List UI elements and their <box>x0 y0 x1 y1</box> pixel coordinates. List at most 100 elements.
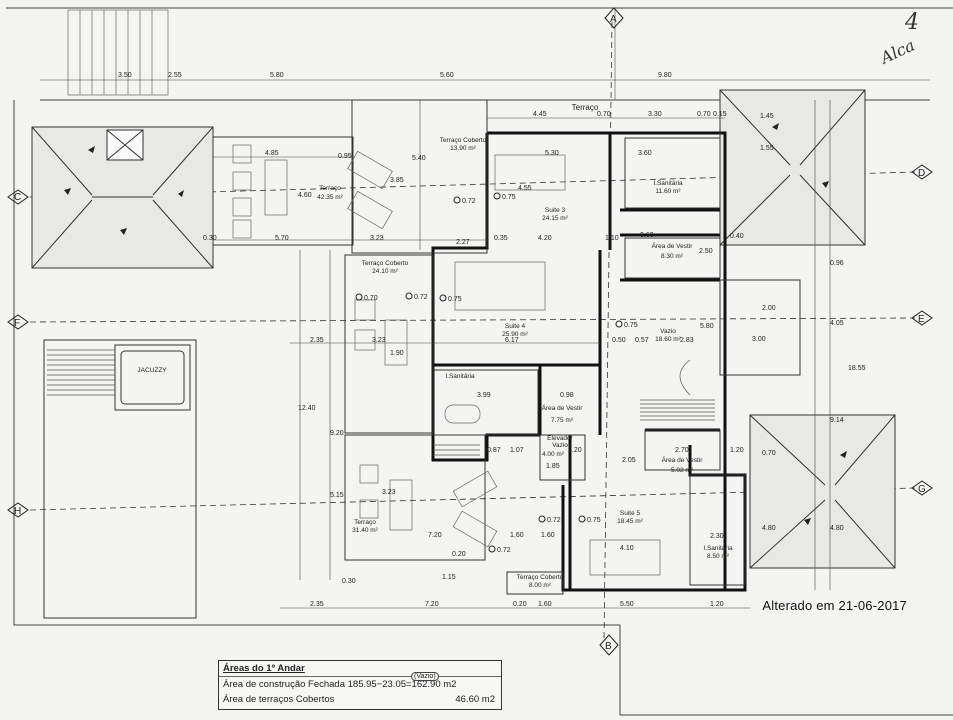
dim-227: 2.27 <box>456 239 470 246</box>
dim-200: 2.00 <box>762 305 776 312</box>
areas-table-title: Áreas do 1º Andar <box>223 663 305 674</box>
dim-t2-3: 3.30 <box>648 111 662 118</box>
label-terraco-sw-area: 31.40 m² <box>352 527 378 534</box>
dim-460: 4.60 <box>298 192 312 199</box>
dim-480b: 4.80 <box>762 525 776 532</box>
dim-098: 0.98 <box>560 392 574 399</box>
dim-360b: 3.60 <box>640 232 654 239</box>
dim-057: 0.57 <box>635 337 649 344</box>
label-vazio: Vazio <box>660 328 676 335</box>
level-075-a: 0.75 <box>502 194 516 201</box>
axis-label-a: A <box>610 14 617 25</box>
label-terraco-coberto-2: Terraço Coberto <box>362 260 409 267</box>
label-terraco-coberto-3-area: 8.00 m² <box>529 582 552 589</box>
dim-580: 5.80 <box>700 323 714 330</box>
dim-0305: 0.30 <box>342 578 356 585</box>
label-jacuzzi: JACUZZY <box>137 367 167 374</box>
label-terraco-coberto-3: Terraço Coberto <box>517 574 564 581</box>
dim-360a: 3.60 <box>638 150 652 157</box>
label-sanitary-se: I.Sanitária <box>703 545 733 552</box>
page-number: 4 <box>905 10 919 35</box>
dim-070: 0.70 <box>762 450 776 457</box>
dim-095: 0.95 <box>338 153 352 160</box>
dim-235: 2.35 <box>310 337 324 344</box>
dim-1240: 12.40 <box>298 405 316 412</box>
label-suite-3-area: 24.15 m² <box>542 215 568 222</box>
axis-label-h: H <box>14 506 21 517</box>
axis-label-f: F <box>14 318 20 329</box>
label-elevador-sub: Vazio <box>552 442 568 449</box>
dim-485: 4.85 <box>265 150 279 157</box>
dim-120a: 1.20 <box>730 447 744 454</box>
areas-row-fechada-label: Área de construção Fechada 185.95−23.05=… <box>223 679 457 690</box>
level-072-d: 0.72 <box>497 547 511 554</box>
label-terraco-nw-area: 42.35 m² <box>317 194 343 201</box>
label-elevador-area: 4.00 m² <box>542 451 565 458</box>
axis-label-c: C <box>14 192 21 203</box>
top-neighbour-buildings <box>67 9 616 100</box>
dim-035: 0.35 <box>494 235 508 242</box>
dim-550: 5.50 <box>620 601 634 608</box>
axis-label-d: D <box>918 168 925 179</box>
level-072-b: 0.72 <box>414 294 428 301</box>
dim-399: 3.99 <box>477 392 491 399</box>
label-area-vestir-1: Área de Vestir <box>652 241 694 250</box>
dim-0205: 0.20 <box>452 551 466 558</box>
level-072-a: 0.72 <box>462 198 476 205</box>
label-suite-5: Suite 5 <box>620 510 641 517</box>
dim-540: 5.40 <box>412 155 426 162</box>
label-terraco-sw: Terraço <box>354 519 376 526</box>
label-sanitary-mid: I.Sanitária <box>445 373 475 380</box>
label-area-vestir-1-area: 8.30 m² <box>661 253 684 260</box>
dim-235b: 2.35 <box>310 601 324 608</box>
axis-label-b: B <box>605 641 612 652</box>
dim-030: 0.30 <box>203 235 217 242</box>
dim-515: 5.15 <box>330 492 344 499</box>
dim-110: 1.10 <box>605 235 619 242</box>
level-075-d: 0.75 <box>587 517 601 524</box>
dim-155: 1.55 <box>760 145 774 152</box>
label-terraco-coberto-1-area: 13.90 m² <box>450 145 476 152</box>
areas-table: Áreas do 1º Andar Área de construção Fec… <box>218 660 502 710</box>
label-area-vestir-2-area: 7.75 m² <box>551 417 574 424</box>
dim-420a: 4.20 <box>538 235 552 242</box>
label-terraco-nw: Terraço <box>319 185 341 192</box>
dim-top-2: 2.55 <box>168 72 182 79</box>
dim-455: 4.55 <box>518 185 532 192</box>
dim-145: 1.45 <box>760 113 774 120</box>
dim-top-4: 5.60 <box>440 72 454 79</box>
dim-190: 1.90 <box>390 350 404 357</box>
dim-570: 5.70 <box>275 235 289 242</box>
level-072-c: 0.72 <box>547 517 561 524</box>
dim-096: 0.96 <box>830 260 844 267</box>
dim-270: 2.70 <box>675 447 689 454</box>
dim-914: 9.14 <box>830 417 844 424</box>
label-suite-4: Suite 4 <box>505 323 526 330</box>
label-area-vestir-2: Área de Vestir <box>542 403 584 412</box>
roof-nw <box>31 126 214 269</box>
dim-250: 2.50 <box>699 248 713 255</box>
dim-185: 1.85 <box>546 463 560 470</box>
dim-087: 0.87 <box>487 447 501 454</box>
label-terraco-top: Terraço <box>572 103 599 112</box>
vazio-note: (Vazio) <box>411 672 439 681</box>
label-terraco-coberto-2-area: 24.10 m² <box>372 268 398 275</box>
label-sanitary-ne-area: 11.60 m² <box>655 188 681 195</box>
dim-1855: 18.55 <box>848 365 866 372</box>
dim-220: 2.20 <box>568 447 582 454</box>
areas-row-terracos-label: Área de terraços Cobertos <box>223 694 335 705</box>
label-suite-4-area: 25.90 m² <box>502 331 528 338</box>
dim-020: 0.20 <box>513 601 527 608</box>
label-sanitary-se-area: 8.50 m² <box>707 553 730 560</box>
areas-row-terracos: Área de terraços Cobertos 46.60 m2 <box>223 694 497 708</box>
dim-top-3: 5.80 <box>270 72 284 79</box>
dim-385: 3.85 <box>390 177 404 184</box>
dim-115: 1.15 <box>442 574 456 581</box>
dim-480: 4.80 <box>830 525 844 532</box>
axis-markers <box>7 7 933 656</box>
dim-t2-4: 0.70 <box>697 111 711 118</box>
dim-283: 2.83 <box>680 337 694 344</box>
dim-405: 4.05 <box>830 320 844 327</box>
roof-se <box>749 414 896 569</box>
